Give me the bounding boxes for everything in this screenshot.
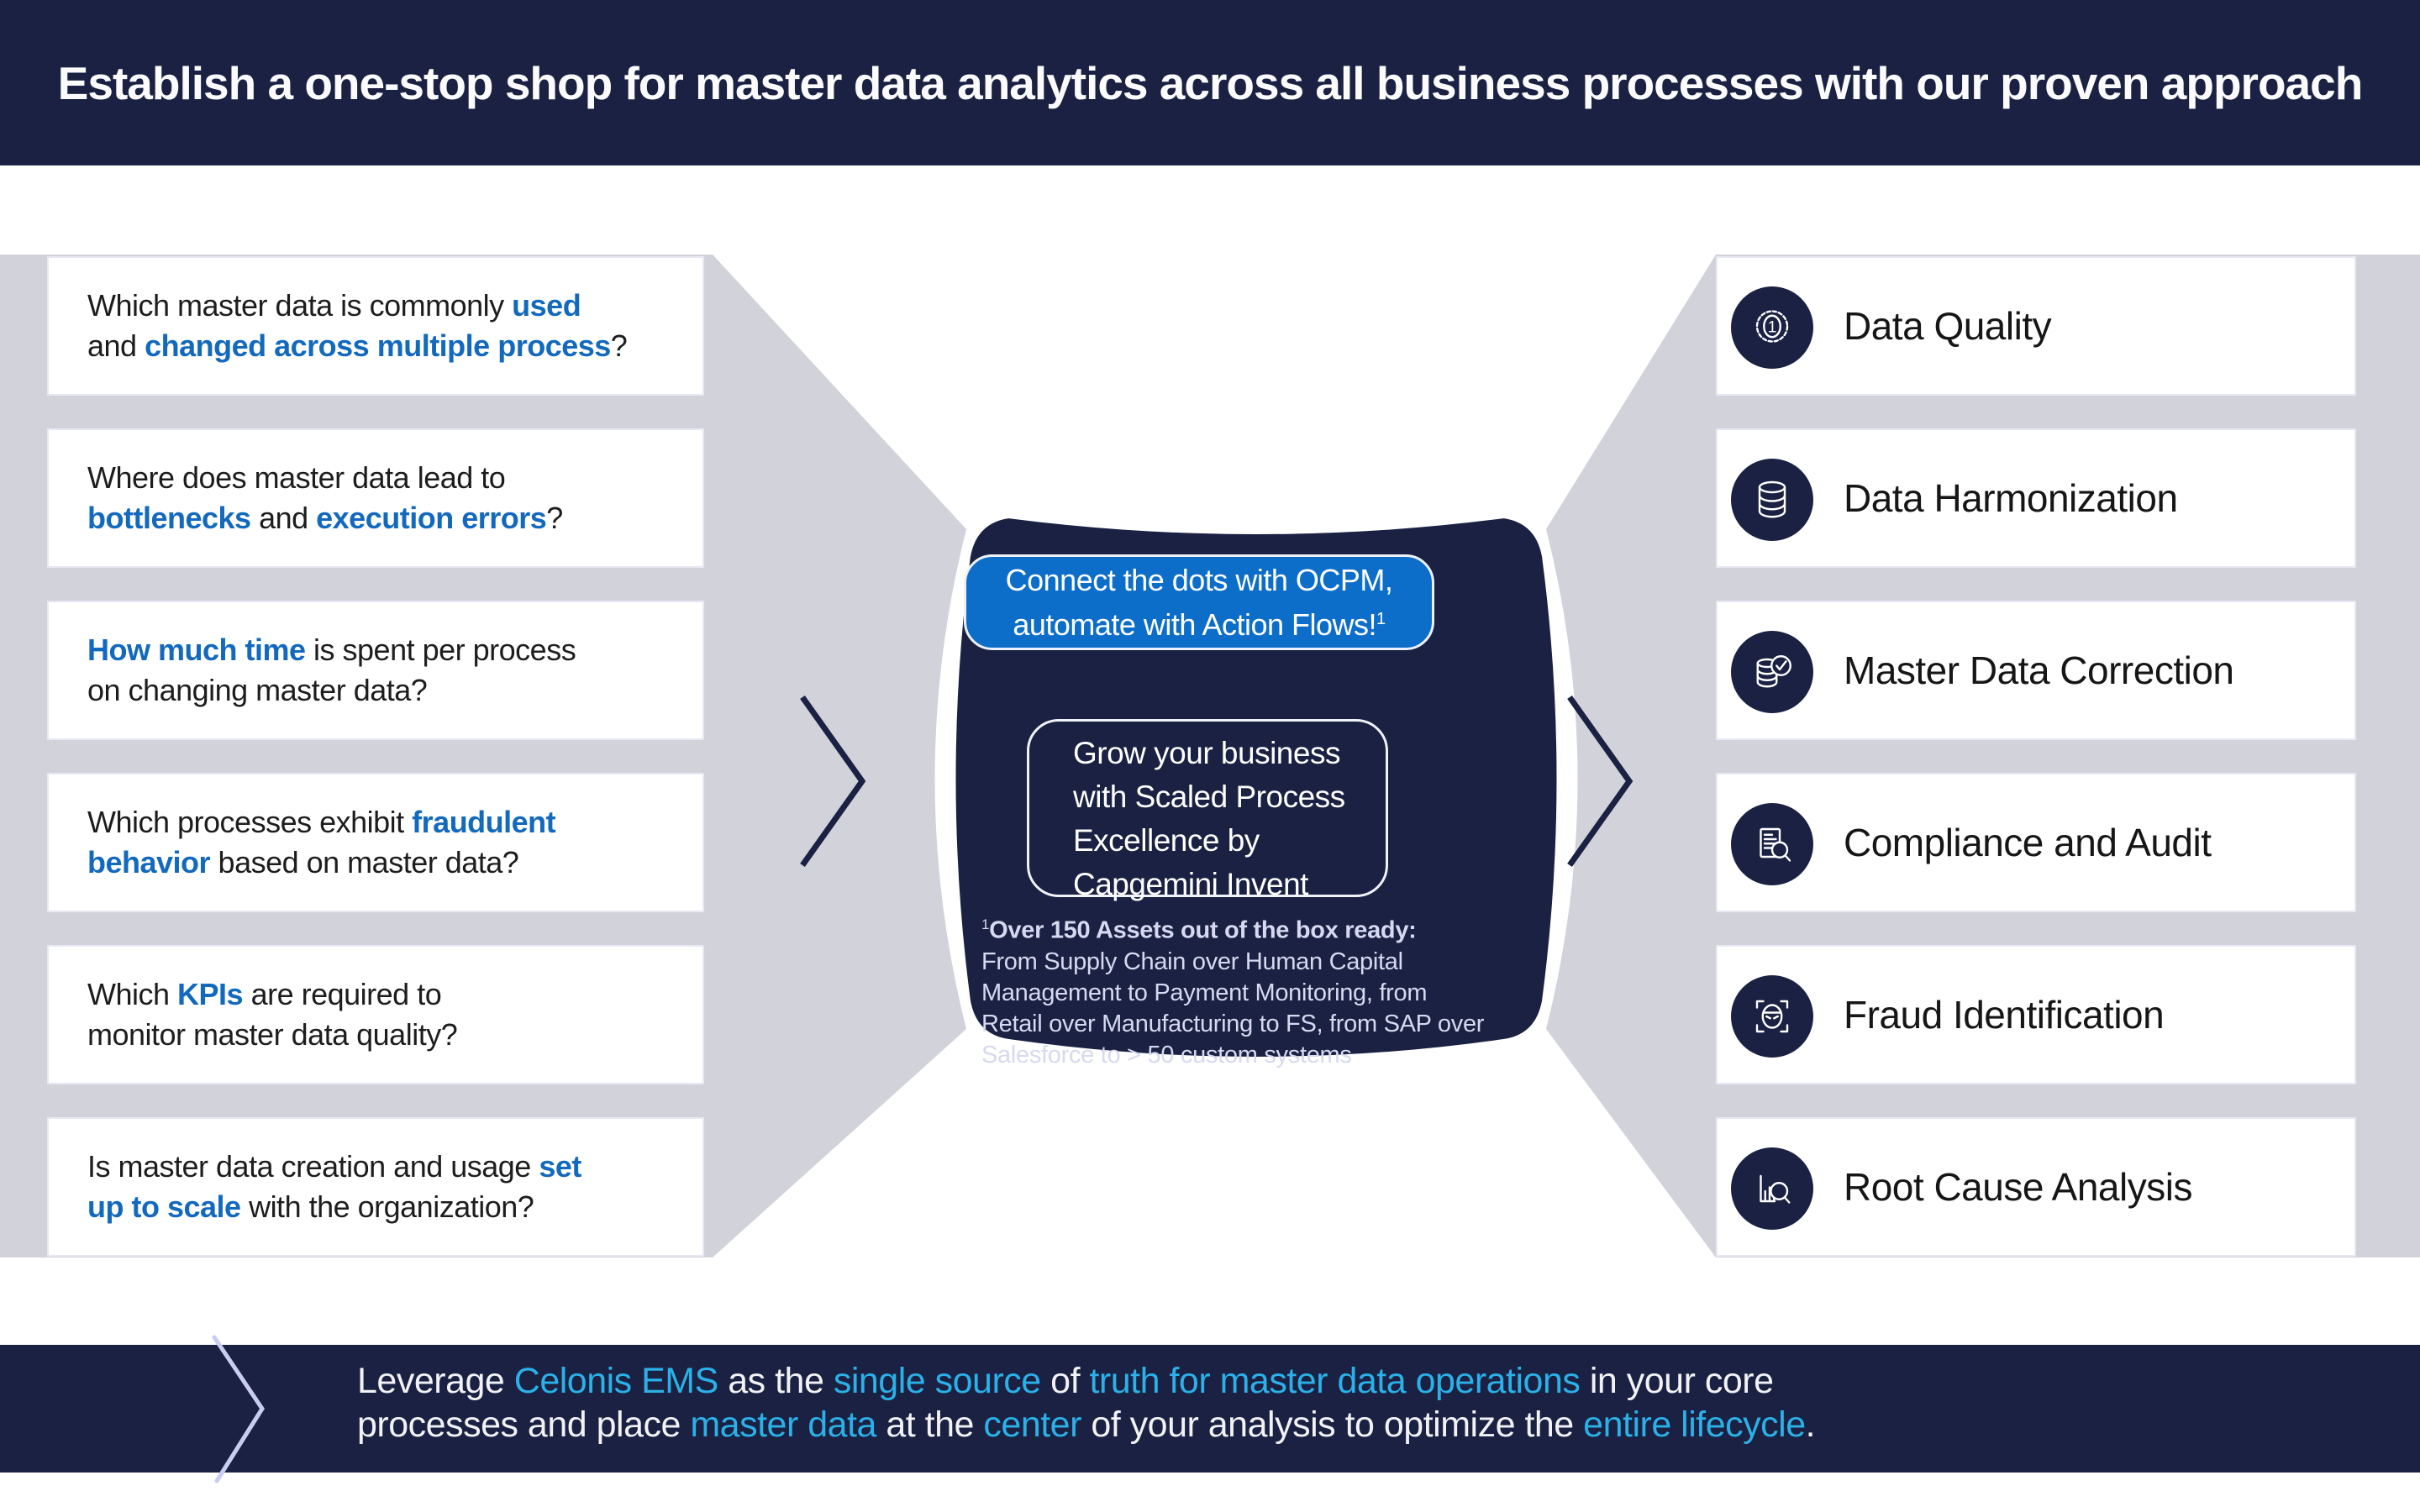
svg-text:1: 1 — [1768, 318, 1777, 336]
question-card-5: Which KPIs are required to monitor maste… — [47, 945, 704, 1084]
question-text: Which processes exhibit fraudulent behav… — [87, 805, 556, 879]
title-bar: Establish a one-stop shop for master dat… — [0, 0, 2420, 165]
capability-label: Data Harmonization — [1844, 476, 2178, 520]
left-funnel-shape — [0, 255, 966, 1257]
capability-card-root-cause-analysis: Root Cause Analysis — [1716, 1117, 2356, 1257]
question-card-3: How much time is spent per process on ch… — [47, 601, 704, 740]
question-text: Which master data is commonly used and c… — [87, 288, 628, 363]
ocpm-callout-pill: Connect the dots with OCPM, automate wit… — [964, 554, 1434, 650]
question-text: Where does master data lead to bottlenec… — [87, 460, 563, 535]
capability-label: Data Quality — [1844, 304, 2052, 348]
capability-card-master-data-correction: Master Data Correction — [1716, 601, 2356, 740]
capability-card-fraud-identification: Fraud Identification — [1716, 945, 2356, 1084]
question-card-4: Which processes exhibit fraudulent behav… — [47, 773, 704, 912]
assets-footnote: 1Over 150 Assets out of the box ready: F… — [981, 916, 1485, 1068]
grow-business-box: Grow your business with Scaled Process E… — [1027, 719, 1388, 901]
fraud-face-scan-icon — [1731, 975, 1813, 1058]
footer-bar — [0, 1345, 2420, 1473]
capability-card-data-quality: 1 Data Quality — [1716, 256, 2356, 396]
capability-label: Compliance and Audit — [1844, 821, 2212, 864]
page-title: Establish a one-stop shop for master dat… — [57, 56, 2364, 109]
footer-chevron-icon — [212, 1335, 265, 1483]
award-number-one-icon: 1 — [1731, 286, 1813, 369]
pill-line-2: automate with Action Flows!1 — [1013, 607, 1386, 642]
question-text: Is master data creation and usage set up… — [87, 1149, 581, 1224]
question-card-2: Where does master data lead to bottlenec… — [47, 428, 704, 568]
capability-label: Master Data Correction — [1844, 648, 2234, 692]
chart-magnifier-icon — [1731, 1147, 1813, 1230]
question-text: How much time is spent per process on ch… — [87, 633, 576, 707]
right-funnel-shape — [1546, 255, 2420, 1257]
capability-label: Root Cause Analysis — [1844, 1165, 2192, 1209]
question-text: Which KPIs are required to monitor maste… — [87, 977, 458, 1052]
question-card-1: Which master data is commonly used and c… — [47, 256, 704, 396]
capability-label: Fraud Identification — [1844, 993, 2165, 1037]
question-card-6: Is master data creation and usage set up… — [47, 1117, 704, 1257]
capability-card-data-harmonization: Data Harmonization — [1716, 428, 2356, 568]
capability-card-compliance-audit: Compliance and Audit — [1716, 773, 2356, 912]
flow-chevron-left-icon — [800, 695, 866, 868]
document-magnifier-icon — [1731, 803, 1813, 885]
database-icon — [1731, 459, 1813, 541]
database-check-icon — [1731, 631, 1813, 713]
footer-statement: Leverage Celonis EMS as the single sourc… — [357, 1361, 1816, 1445]
pill-line-1: Connect the dots with OCPM, — [1005, 563, 1393, 597]
flow-chevron-right-icon — [1567, 695, 1634, 868]
center-cushion-shape — [947, 509, 1565, 1065]
